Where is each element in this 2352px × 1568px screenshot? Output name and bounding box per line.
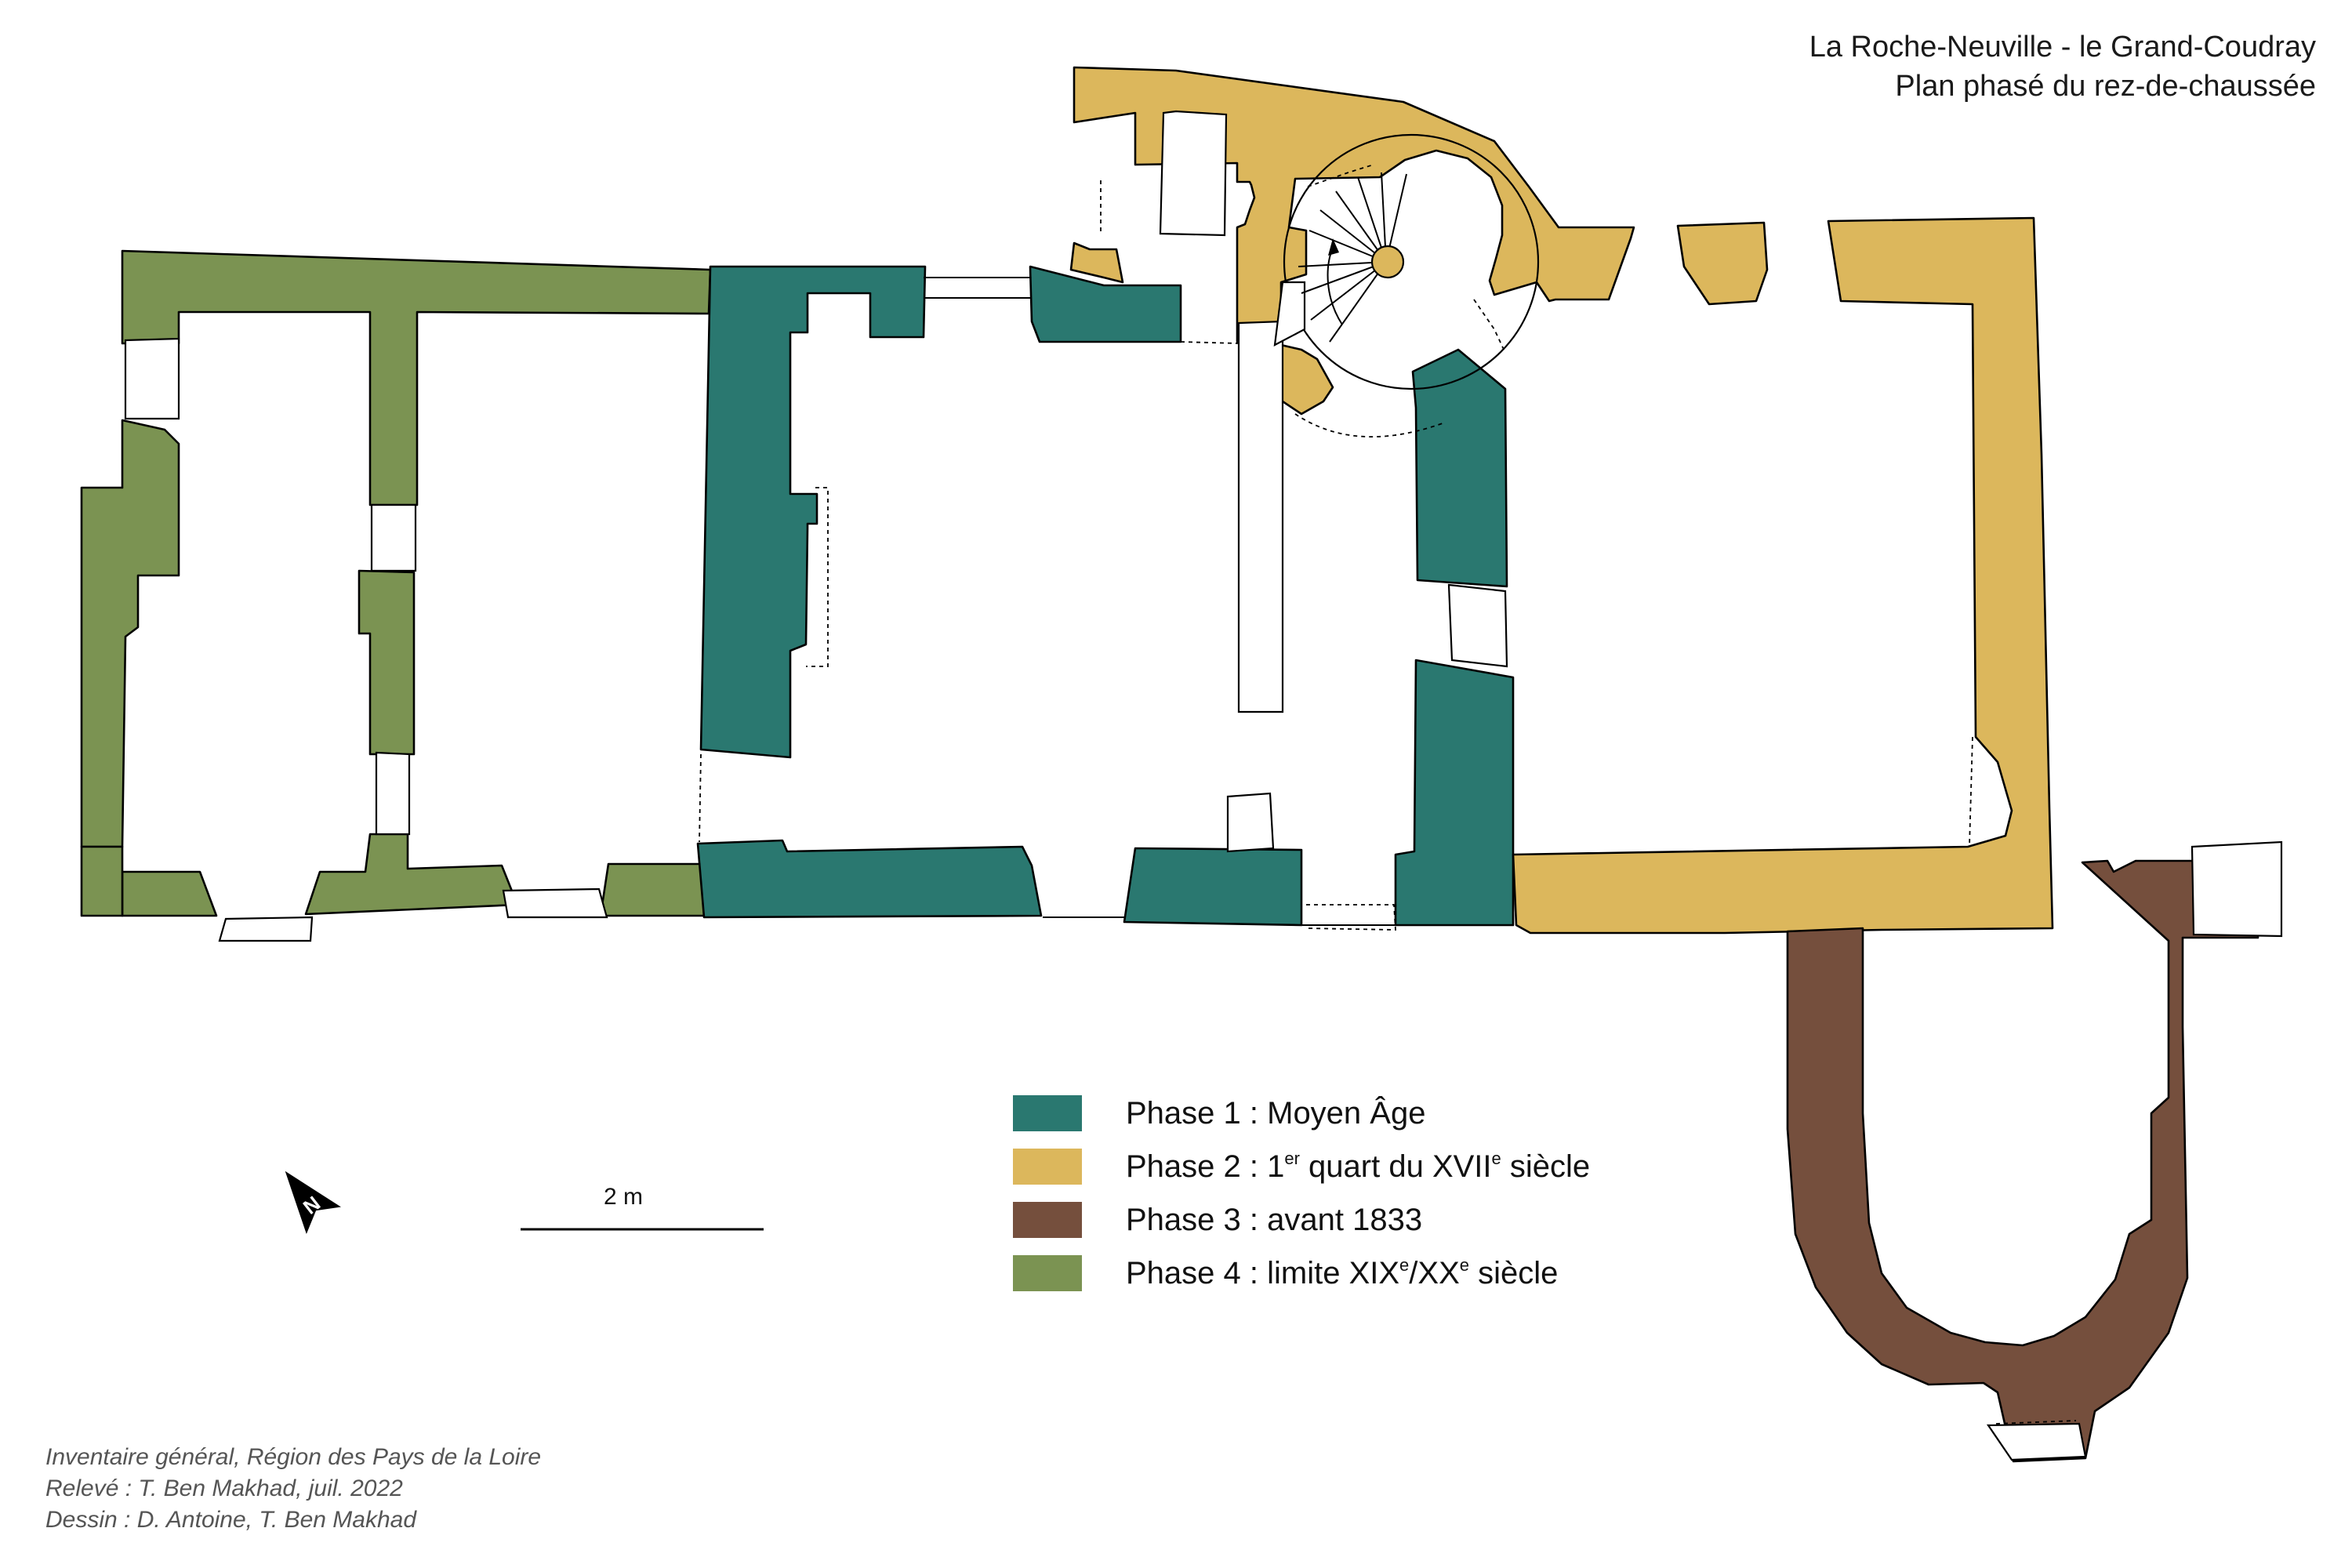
ground-lines: [924, 277, 1396, 926]
credit-line-1: Inventaire général, Région des Pays de l…: [45, 1444, 542, 1470]
legend-label-phase4: Phase 4 : limite XIXe/XXe siècle: [1126, 1254, 1559, 1290]
spiral-staircase: [1273, 133, 1540, 390]
legend-label-phase1: Phase 1 : Moyen Âge: [1126, 1095, 1426, 1131]
legend-swatch-phase2: [1013, 1149, 1082, 1185]
legend-label-phase3: Phase 3 : avant 1833: [1126, 1202, 1423, 1237]
north-arrow-icon: N: [285, 1171, 341, 1235]
secondary-elements: [124, 110, 2283, 1461]
plan-title-line2: Plan phasé du rez-de-chaussée: [1895, 70, 2316, 103]
legend-swatch-phase1: [1013, 1095, 1082, 1131]
phase3-walls: [1786, 859, 2259, 1463]
dashed-restitutions: [699, 164, 2077, 1425]
credit-line-3: Dessin : D. Antoine, T. Ben Makhad: [45, 1507, 417, 1533]
credit-line-2: Relevé : T. Ben Makhad, juil. 2022: [45, 1475, 403, 1501]
legend-swatch-phase4: [1013, 1255, 1082, 1291]
phase4-walls: [80, 249, 712, 917]
legend-item-phase2: Phase 2 : 1er quart du XVIIe siècle: [1013, 1148, 1590, 1185]
plan-title-line1: La Roche-Neuville - le Grand-Coudray: [1809, 31, 2316, 64]
legend-item-phase1: Phase 1 : Moyen Âge: [1013, 1094, 1425, 1132]
legend-item-phase3: Phase 3 : avant 1833: [1013, 1201, 1422, 1239]
legend-swatch-phase3: [1013, 1202, 1082, 1238]
scale-bar-label: 2 m: [604, 1184, 644, 1210]
phase1-walls: [696, 265, 1515, 927]
legend-label-phase2: Phase 2 : 1er quart du XVIIe siècle: [1126, 1148, 1591, 1184]
legend-item-phase4: Phase 4 : limite XIXe/XXe siècle: [1013, 1254, 1558, 1292]
